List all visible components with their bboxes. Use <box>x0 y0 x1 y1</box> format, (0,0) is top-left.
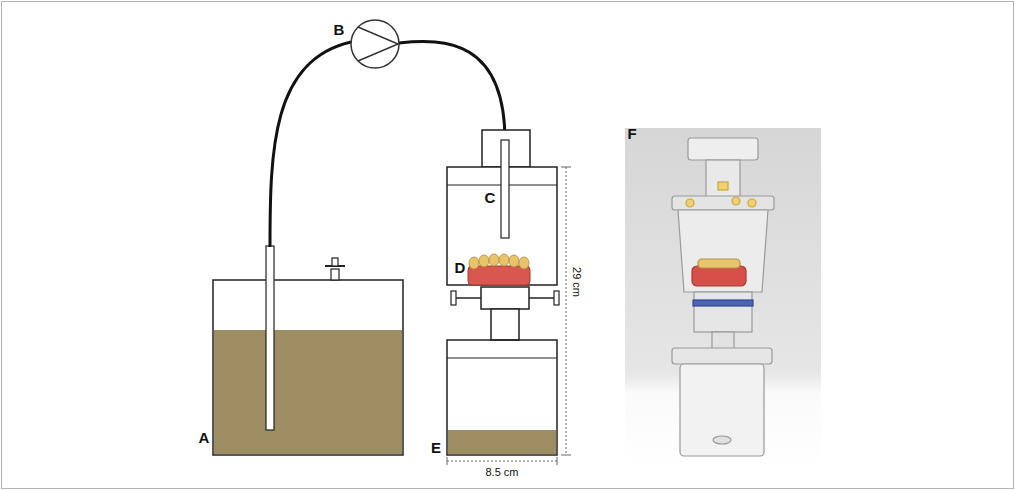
chamber-neck <box>491 309 519 340</box>
photo-valve-section <box>694 292 752 332</box>
valve-knob <box>554 291 559 305</box>
pump-arrow <box>358 27 398 61</box>
culture-medium <box>214 330 402 454</box>
width-dimension-line <box>447 461 557 462</box>
height-dimension-line <box>566 167 567 455</box>
valve-knob <box>451 291 456 305</box>
photo-lower-neck <box>712 332 734 350</box>
photo-fitting <box>686 199 694 207</box>
pump-symbol <box>351 20 399 68</box>
photo-vessel-outlet <box>713 436 731 444</box>
tooth <box>519 257 529 269</box>
tooth <box>509 255 519 267</box>
photo-teeth <box>698 259 740 268</box>
photo-lid <box>672 196 774 210</box>
collected-medium <box>448 430 556 454</box>
dimension-tick <box>557 457 558 465</box>
callout-letter: B <box>334 22 345 37</box>
tooth <box>479 255 489 267</box>
photo-fitting <box>732 197 740 205</box>
callout-letter: A <box>199 430 210 445</box>
reservoir-tank <box>213 280 403 455</box>
tooth <box>499 254 509 266</box>
inlet-tube <box>266 246 274 430</box>
photo-apparatus <box>672 138 774 456</box>
photo-blue-ring <box>693 300 753 306</box>
valve-handle <box>529 297 555 299</box>
photo-chamber <box>678 210 768 292</box>
tubing <box>399 42 505 141</box>
drip-tube <box>501 140 509 238</box>
photo-denture <box>692 266 746 286</box>
photo-fitting <box>748 199 756 207</box>
vessel-lid-line <box>447 357 557 358</box>
dimension-label: 8.5 cm <box>485 467 518 478</box>
tooth <box>469 257 479 269</box>
collection-vessel <box>447 340 557 455</box>
callout-letter: D <box>455 260 466 275</box>
valve-block <box>481 287 529 309</box>
photo-fitting <box>718 182 728 190</box>
tooth <box>489 254 499 266</box>
dimension-tick <box>561 167 571 168</box>
dimension-tick <box>561 455 571 456</box>
denture-base <box>468 266 530 285</box>
dimension-label: 29 cm <box>571 267 582 297</box>
valve-handle <box>455 297 481 299</box>
callout-letter: F <box>627 126 636 141</box>
vent-valve-knob <box>332 258 338 266</box>
dimension-tick <box>447 457 448 465</box>
photo-cap <box>688 138 758 160</box>
photo-background <box>625 128 821 468</box>
photo-neck <box>706 160 740 198</box>
photo-vessel-lid <box>672 348 772 364</box>
callout-letter: E <box>431 440 441 455</box>
vent-valve-stem <box>331 269 339 280</box>
photo-vessel <box>680 364 764 456</box>
denture-teeth <box>469 254 529 269</box>
tubing <box>270 42 351 247</box>
callout-letter: C <box>485 190 496 205</box>
